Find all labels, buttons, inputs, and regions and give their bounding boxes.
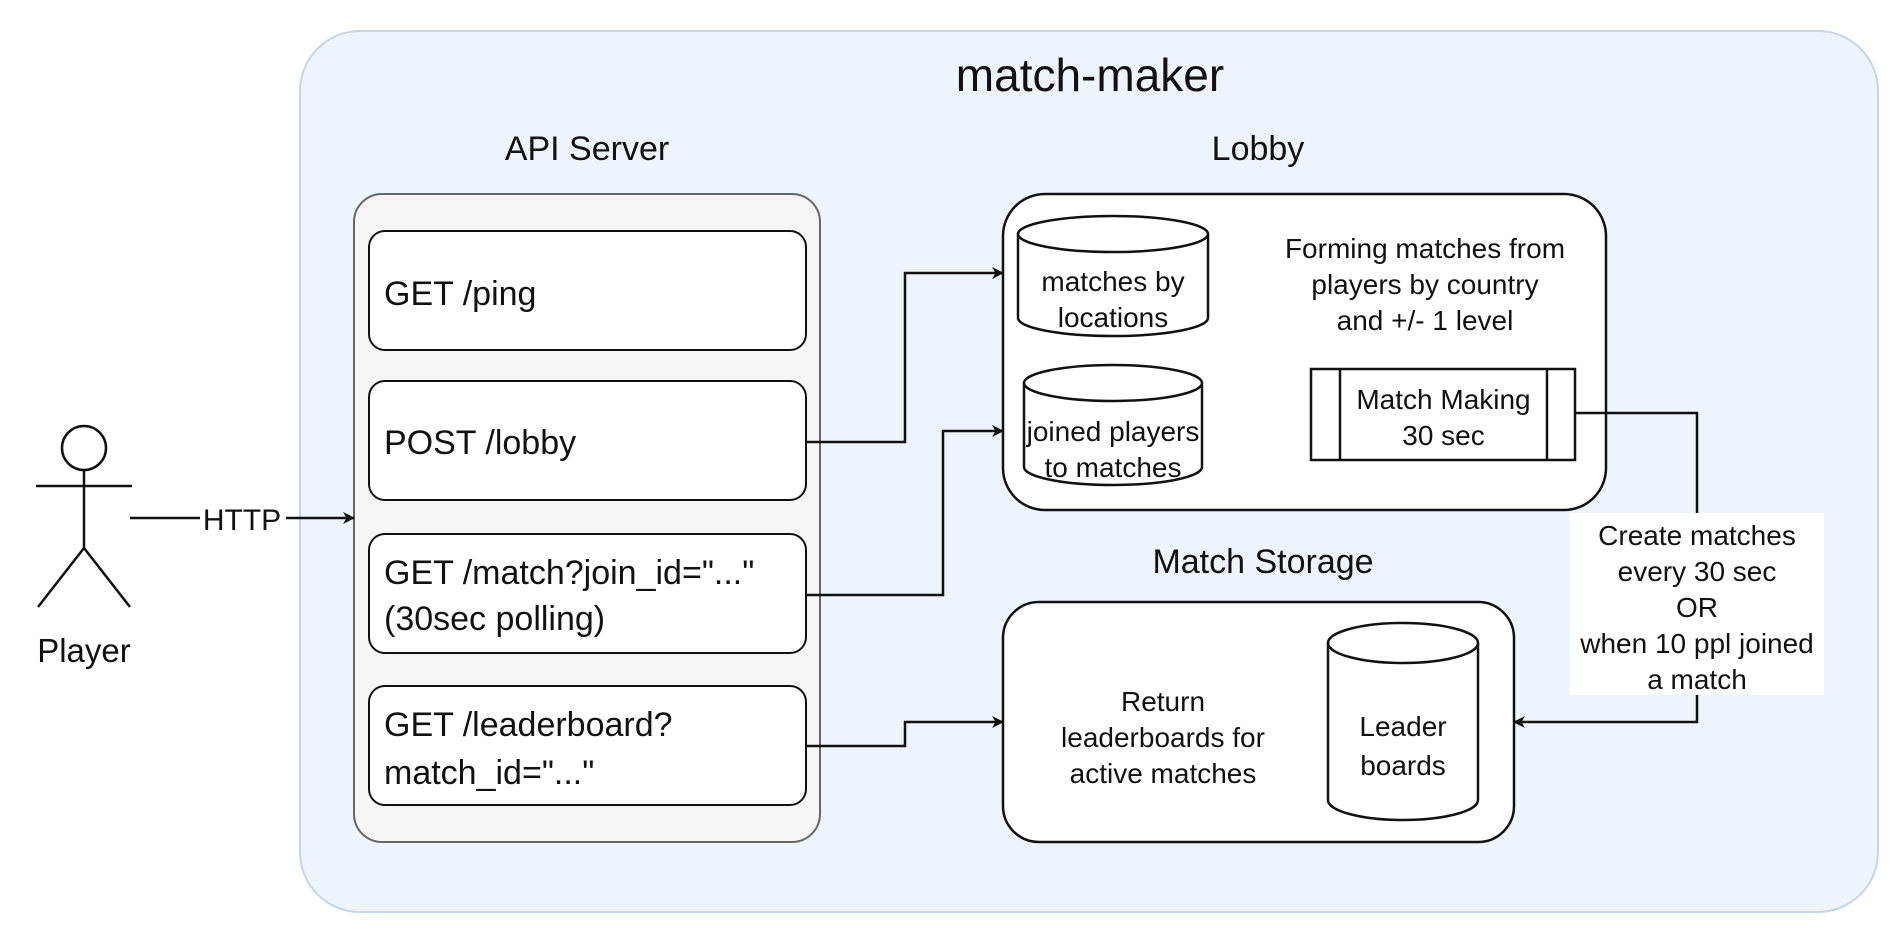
matches-db-label: matches by locations bbox=[1018, 264, 1208, 336]
endpoint-leaderboard-line-1: GET /leaderboard? bbox=[384, 706, 673, 744]
match-to-players-connector bbox=[806, 425, 1004, 597]
storage-description: Return leaderboards for active matches bbox=[1035, 684, 1291, 792]
endpoint-match-line-1: GET /match?join_id="..." bbox=[384, 554, 755, 592]
endpoint-match-box[interactable] bbox=[368, 533, 807, 654]
matches-db-line-2: locations bbox=[1057, 302, 1169, 333]
storage-description-line-2: leaderboards for bbox=[1061, 722, 1265, 753]
diagram-title: match-maker bbox=[955, 49, 1225, 101]
endpoint-ping-label: GET /ping bbox=[384, 272, 536, 316]
lobby-description: Forming matches from players by country … bbox=[1255, 231, 1595, 339]
endpoint-leaderboard-line-2: match_id="..." bbox=[384, 754, 595, 792]
edge-label-line-3: OR bbox=[1676, 592, 1718, 623]
match-making-label: Match Making 30 sec bbox=[1340, 382, 1547, 454]
endpoint-ping-box[interactable] bbox=[368, 230, 807, 351]
edge-label-background bbox=[1570, 513, 1824, 695]
edge-label-line-2: every 30 sec bbox=[1617, 556, 1777, 587]
lobby-to-matches-connector bbox=[806, 267, 1004, 444]
match-storage-title: Match Storage bbox=[1152, 543, 1374, 581]
api-server-title: API Server bbox=[504, 130, 670, 168]
endpoint-match-line-2: (30sec polling) bbox=[384, 600, 606, 638]
leaderboard-to-storage-connector bbox=[806, 716, 1004, 748]
leaderboards-db-label: Leader boards bbox=[1328, 707, 1478, 785]
leaderboards-db-line-2: boards bbox=[1360, 750, 1446, 781]
http-label: HTTP bbox=[202, 504, 282, 537]
matches-by-locations-db bbox=[1016, 214, 1210, 338]
endpoint-leaderboard-label: GET /leaderboard? match_id="..." bbox=[384, 701, 673, 797]
endpoint-ping-line-1: GET /ping bbox=[384, 275, 537, 313]
edge-label-line-1: Create matches bbox=[1598, 520, 1796, 551]
match-making-line-1: Match Making bbox=[1356, 384, 1531, 415]
players-db-line-1: joined players bbox=[1026, 416, 1200, 447]
matches-db-line-1: matches by bbox=[1041, 266, 1185, 297]
joined-players-db bbox=[1022, 363, 1204, 487]
players-db-label: joined players to matches bbox=[1018, 414, 1208, 486]
lobby-description-line-2: players by country bbox=[1311, 269, 1539, 300]
players-db-line-2: to matches bbox=[1044, 452, 1182, 483]
match-making-line-2: 30 sec bbox=[1402, 420, 1485, 451]
leaderboards-db-line-1: Leader bbox=[1359, 711, 1447, 742]
storage-description-line-3: active matches bbox=[1069, 758, 1257, 789]
actor-label: Player bbox=[37, 632, 131, 669]
edge-label-line-5: a match bbox=[1647, 664, 1747, 695]
endpoint-lobby-label: POST /lobby bbox=[384, 421, 576, 465]
stick-figure-icon bbox=[36, 424, 132, 608]
storage-description-line-1: Return bbox=[1120, 686, 1206, 717]
edge-label: Create matches every 30 sec OR when 10 p… bbox=[1570, 518, 1824, 698]
match-making-process bbox=[1309, 367, 1577, 462]
lobby-description-line-1: Forming matches from bbox=[1284, 233, 1566, 264]
leaderboards-db bbox=[1326, 621, 1480, 822]
lobby-description-line-3: and +/- 1 level bbox=[1336, 305, 1514, 336]
endpoint-lobby-box[interactable] bbox=[368, 380, 807, 501]
edge-label-line-4: when 10 ppl joined bbox=[1580, 628, 1814, 659]
endpoint-lobby-line-1: POST /lobby bbox=[384, 424, 577, 462]
lobby-title: Lobby bbox=[1211, 130, 1305, 168]
endpoint-match-label: GET /match?join_id="..." (30sec polling) bbox=[384, 550, 754, 642]
